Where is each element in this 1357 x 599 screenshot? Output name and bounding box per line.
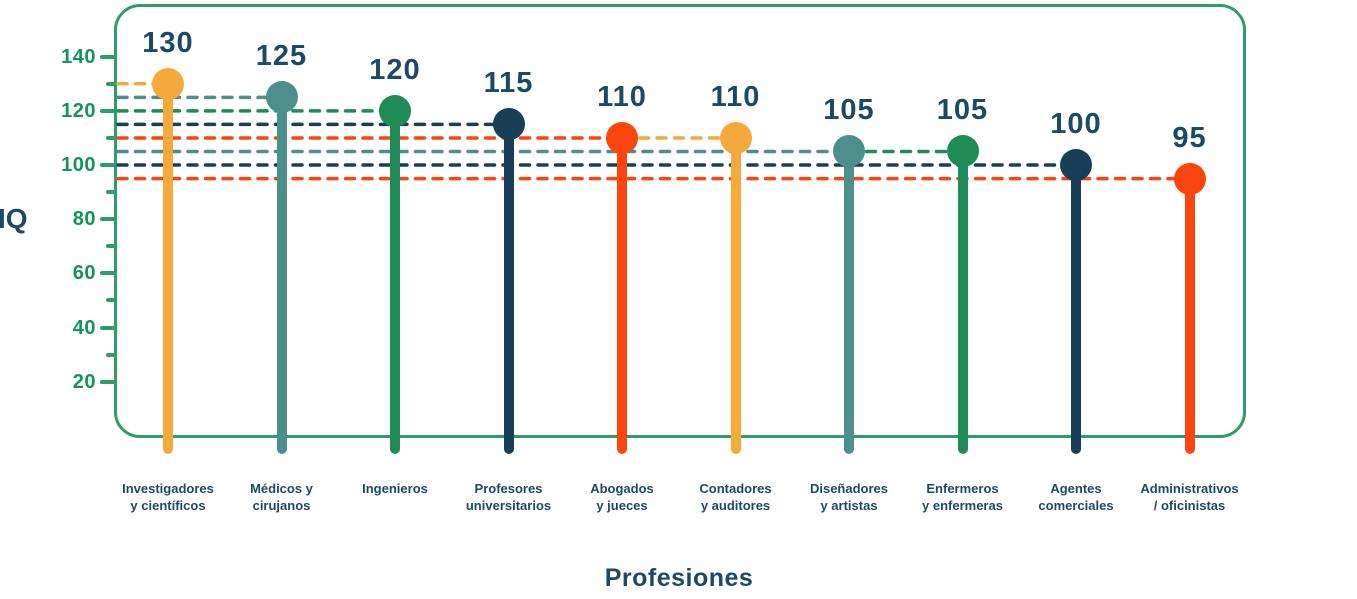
lollipop-stem	[163, 83, 173, 454]
y-axis-minor-tick	[106, 298, 115, 303]
value-label: 125	[255, 40, 308, 73]
lollipop-circle	[719, 121, 752, 154]
category-label-line: Enfermeros	[926, 481, 999, 496]
lollipop-stem	[844, 151, 854, 454]
category-label-line: Agentes	[1050, 481, 1102, 496]
category-label-line: Administrativos	[1140, 481, 1239, 496]
y-axis-major-tick	[100, 271, 115, 276]
lollipop-circle	[379, 94, 411, 127]
value-label: 115	[483, 67, 534, 100]
value-label: 130	[142, 26, 194, 59]
plot-area-border	[114, 4, 1246, 438]
y-axis-major-tick	[100, 325, 115, 330]
y-axis-minor-tick	[106, 244, 115, 249]
lollipop-stem	[276, 97, 287, 454]
lollipop-circle	[606, 121, 638, 154]
y-axis-tick-label: 40	[72, 316, 96, 339]
lollipop-circle	[1060, 149, 1092, 182]
value-label: 120	[369, 53, 421, 86]
value-label: 95	[1172, 121, 1207, 154]
lollipop-circle	[833, 135, 865, 168]
lollipop-circle	[152, 67, 184, 100]
category-label-line: Diseñadores	[809, 481, 889, 496]
y-axis-major-tick	[100, 54, 115, 59]
value-label: 110	[710, 80, 761, 113]
lollipop-circle	[1173, 162, 1206, 195]
category-label-line: y artistas	[820, 497, 878, 513]
lollipop-stem	[390, 110, 400, 454]
category-label-line: Contadores	[699, 481, 772, 496]
lollipop-stem	[957, 151, 968, 454]
category-label-line: y jueces	[596, 497, 648, 513]
value-label: 105	[823, 94, 875, 127]
category-label-line: universitarios	[465, 497, 552, 513]
y-axis-tick-label: 20	[72, 370, 96, 393]
lollipop-stem	[1184, 178, 1195, 454]
lollipop-circle	[265, 81, 298, 114]
y-axis-major-tick	[100, 108, 115, 113]
category-label-line: comerciales	[1038, 497, 1114, 513]
y-axis-minor-tick	[106, 135, 115, 140]
x-axis-title: Profesiones	[604, 564, 754, 592]
category-label-line: / oficinistas	[1153, 497, 1226, 513]
category-label-line: Abogados	[590, 481, 654, 496]
category-label: Administrativos/ oficinistas	[1127, 481, 1253, 514]
y-axis-tick-label: 80	[72, 208, 96, 231]
value-label: 100	[1050, 108, 1102, 141]
category-label: Ingenieros	[332, 481, 458, 498]
y-axis-minor-tick	[106, 190, 115, 195]
value-label: 105	[936, 94, 989, 127]
category-label-line: y científicos	[130, 497, 206, 513]
lollipop-circle	[492, 108, 525, 141]
y-axis-major-tick	[100, 379, 115, 384]
value-label: 110	[597, 80, 647, 113]
category-label-line: y enfermeras	[922, 497, 1003, 513]
lollipop-stem	[617, 137, 627, 454]
category-label-line: Ingenieros	[362, 481, 428, 496]
lollipop-stem	[503, 124, 514, 454]
category-label-line: Investigadores	[122, 481, 214, 496]
y-axis-tick-label: 60	[72, 262, 96, 285]
category-label-line: y auditores	[700, 497, 771, 513]
y-axis-tick-label: 120	[61, 99, 96, 122]
category-label-line: Médicos y	[250, 481, 313, 496]
y-axis-minor-tick	[106, 352, 115, 357]
lollipop-circle	[946, 135, 979, 168]
y-axis-minor-tick	[106, 81, 115, 86]
category-label-line: Profesores	[474, 481, 543, 496]
lollipop-stem	[730, 137, 741, 454]
y-axis-tick-label: 140	[61, 45, 96, 68]
lollipop-stem	[1071, 165, 1081, 454]
y-axis-major-tick	[100, 163, 115, 168]
y-axis-tick-label: 100	[61, 154, 96, 177]
category-label-line: cirujanos	[252, 497, 311, 513]
y-axis-major-tick	[100, 217, 115, 222]
y-axis-title: IQ	[0, 203, 28, 234]
